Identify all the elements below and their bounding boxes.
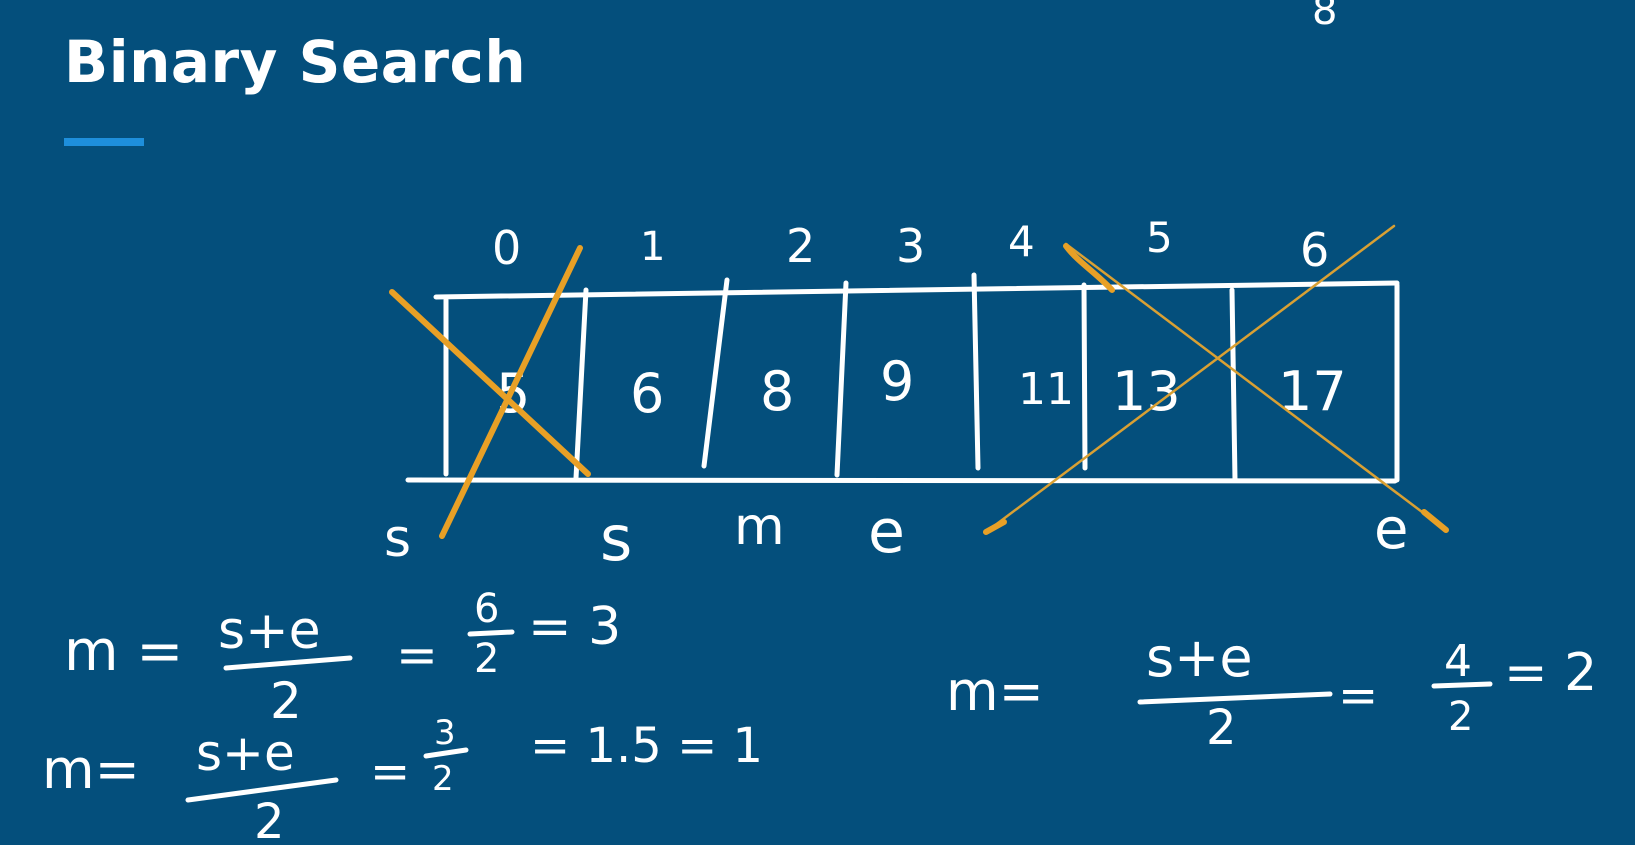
array-box xyxy=(405,272,1400,484)
formula-lhs: m= xyxy=(42,738,140,801)
fraction-denominator: 2 xyxy=(1448,694,1473,740)
cross-out-stroke xyxy=(1064,242,1448,532)
formula-result: = 2 xyxy=(1504,643,1597,703)
formula-equals: = xyxy=(396,626,438,684)
array-value: 9 xyxy=(880,350,914,413)
array-top-edge xyxy=(433,280,1400,300)
array-index: 6 xyxy=(1300,223,1329,277)
cell-divider-4 xyxy=(971,272,981,471)
formula-numerator: s+e xyxy=(1146,626,1253,689)
cell-divider-1 xyxy=(573,287,589,481)
formula-1: m = s+e 2 = 6 2 = 3 xyxy=(64,586,621,730)
formula-denominator: 2 xyxy=(1206,700,1237,756)
formula-equals: = xyxy=(1338,668,1378,724)
array-values: 5 6 8 9 11 13 17 xyxy=(496,350,1347,425)
cross-out-stroke xyxy=(389,289,591,477)
array-index: 3 xyxy=(896,219,925,273)
formula-3: m= s+e 2 = 4 2 = 2 xyxy=(946,626,1597,756)
pointer-labels: s s m e e xyxy=(384,497,1408,575)
formula-lhs: m= xyxy=(946,660,1044,723)
fraction-denominator: 2 xyxy=(474,636,499,682)
fraction-bar xyxy=(1431,681,1493,689)
array-index: 4 xyxy=(1008,217,1035,266)
array-index: 1 xyxy=(640,224,665,270)
fraction-bar xyxy=(467,629,515,637)
cell-divider-3 xyxy=(834,280,849,478)
cross-out-stroke xyxy=(1421,509,1449,533)
start-pointer-label: s xyxy=(600,502,632,575)
cross-out-stroke xyxy=(1063,243,1115,293)
fraction-bar xyxy=(185,777,339,803)
mid-pointer-label: m xyxy=(734,497,785,557)
fraction-bar xyxy=(1137,691,1333,705)
corner-number: 8 xyxy=(1312,0,1337,34)
slide-title: Binary Search xyxy=(64,28,527,96)
fraction-bar xyxy=(223,655,353,671)
array-index: 2 xyxy=(786,219,815,273)
array-value: 13 xyxy=(1112,360,1181,423)
fraction-numerator: 3 xyxy=(434,713,456,753)
fraction-bar xyxy=(423,747,469,759)
end-pointer-label: e xyxy=(868,497,905,567)
array-value: 8 xyxy=(760,360,794,423)
array-indices: 0 1 2 3 4 5 6 xyxy=(492,213,1329,277)
cell-divider-6 xyxy=(1229,287,1238,483)
cross-out-stroke xyxy=(439,245,583,539)
formula-numerator: s+e xyxy=(218,601,321,661)
cross-out-stroke xyxy=(983,519,1007,535)
formula-numerator: s+e xyxy=(196,724,295,782)
formula-result: = 3 xyxy=(528,597,621,657)
cell-divider-5 xyxy=(1081,282,1088,471)
array-value: 11 xyxy=(1018,364,1074,415)
formula-equals: = xyxy=(370,744,410,800)
array-index: 5 xyxy=(1146,213,1173,262)
cell-divider-2 xyxy=(701,277,730,469)
end-pointer-label: e xyxy=(1374,497,1408,562)
fraction-numerator: 6 xyxy=(474,586,499,632)
fraction-denominator: 2 xyxy=(432,759,454,799)
start-pointer-label: s xyxy=(384,509,411,569)
array-value: 6 xyxy=(630,362,664,425)
cross-out-marks xyxy=(389,224,1449,539)
fraction-numerator: 4 xyxy=(1444,636,1472,687)
cross-out-stroke xyxy=(984,224,1396,534)
array-bottom-edge xyxy=(405,477,1398,484)
formula-lhs: m = xyxy=(64,619,183,684)
array-index: 0 xyxy=(492,221,521,275)
title-underline-accent xyxy=(64,138,144,146)
array-value: 17 xyxy=(1278,360,1347,423)
formula-result: = 1.5 = 1 xyxy=(530,718,763,774)
formula-denominator: 2 xyxy=(270,672,302,730)
formula-denominator: 2 xyxy=(254,794,285,845)
formula-2: m= s+e 2 = 3 2 = 1.5 = 1 xyxy=(42,713,763,845)
